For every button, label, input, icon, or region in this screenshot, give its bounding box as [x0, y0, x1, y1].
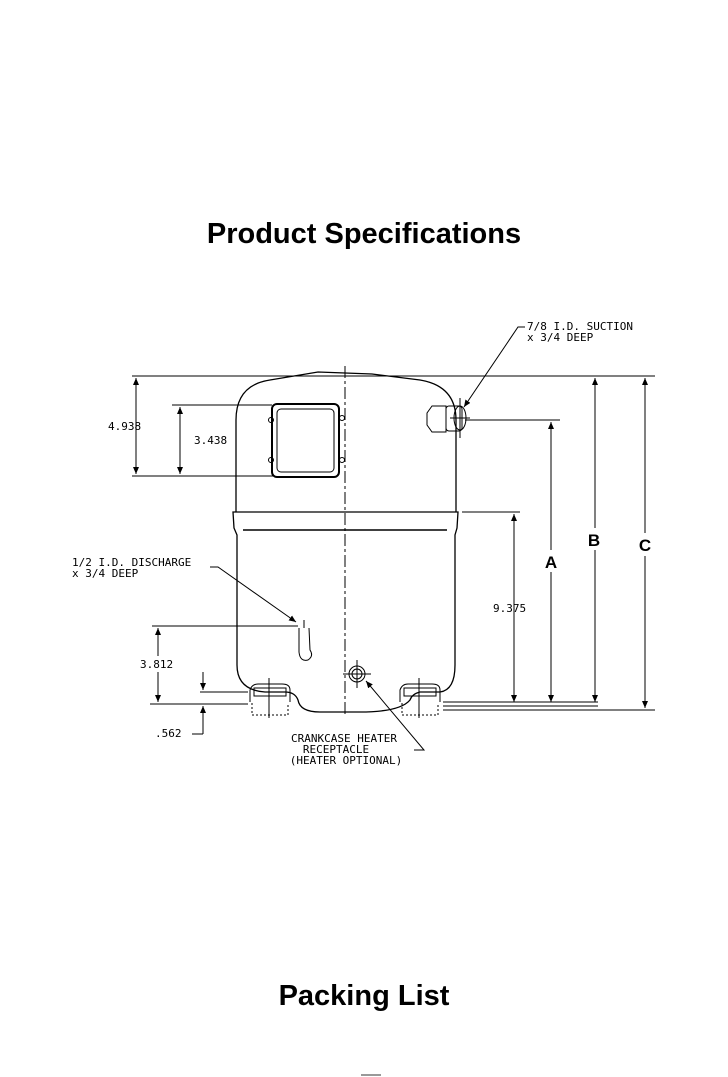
packing-list-heading: Packing List — [278, 980, 450, 1012]
crankcase-label: RECEPTACLE — [303, 743, 369, 756]
page-footer-mark — [361, 1074, 381, 1076]
dimension-9375: 9.375 — [493, 602, 526, 615]
dimension-3438: 3.438 — [194, 434, 227, 447]
discharge-label: 1/2 I.D. DISCHARGE — [72, 556, 191, 569]
dimension-c: C — [639, 536, 651, 555]
dimension-562: .562 — [155, 727, 182, 740]
discharge-label: x 3/4 DEEP — [72, 567, 139, 580]
crankcase-label: (HEATER OPTIONAL) — [290, 754, 403, 767]
crankcase-label: CRANKCASE HEATER — [291, 732, 397, 745]
dimension-b: B — [588, 531, 600, 550]
dimension-a: A — [545, 553, 557, 572]
dimension-3812: 3.812 — [140, 658, 173, 671]
electrical-box — [271, 403, 340, 478]
compressor-shell — [235, 371, 457, 512]
dimension-4938: 4.938 — [108, 420, 141, 433]
suction-label: 7/8 I.D. SUCTION — [527, 320, 633, 333]
suction-label: x 3/4 DEEP — [527, 331, 594, 344]
product-specifications-heading: Product Specifications — [206, 218, 522, 250]
